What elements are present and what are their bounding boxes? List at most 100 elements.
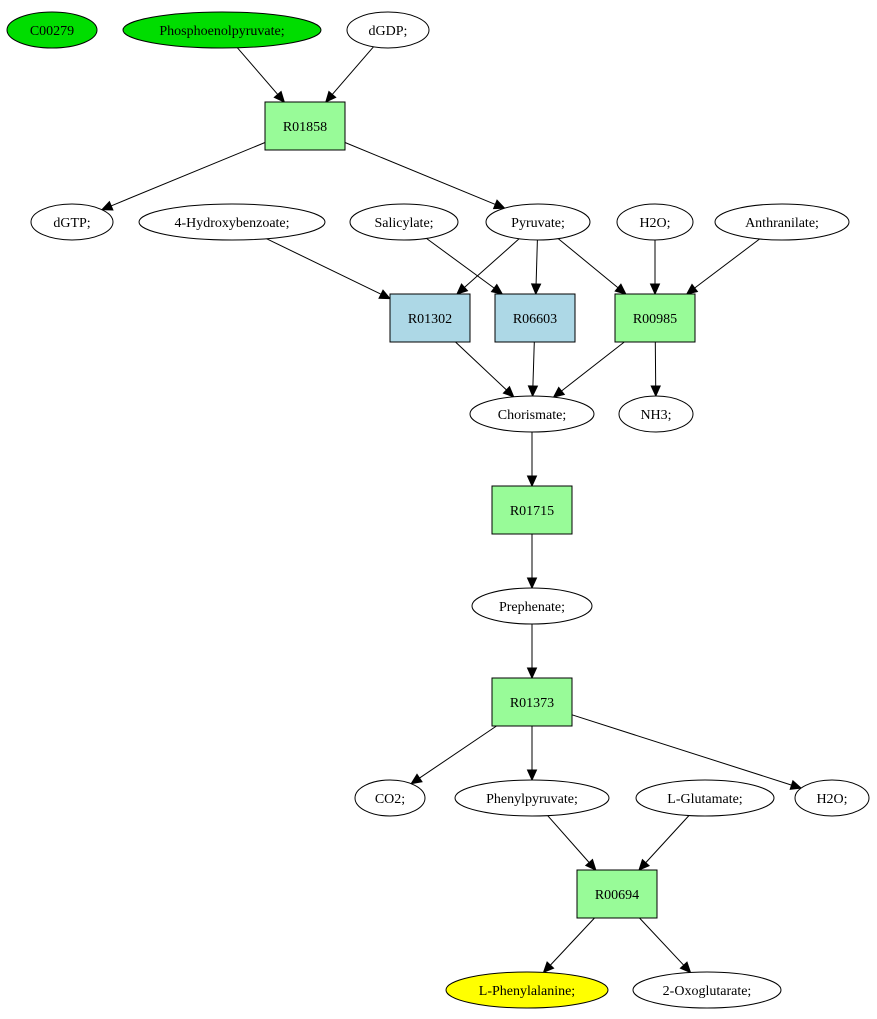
node-label: NH3;: [640, 408, 671, 423]
reaction-node-r00985[interactable]: R00985: [614, 293, 696, 343]
compound-ellipse: [794, 779, 870, 817]
reaction-node-r06603[interactable]: R06603: [494, 293, 576, 343]
edge-line: [455, 341, 507, 391]
arrowhead-icon: [490, 283, 504, 295]
arrowhead-icon: [552, 386, 566, 398]
compound-ellipse: [618, 395, 694, 433]
compound-node-dgtp[interactable]: dGTP;: [30, 203, 114, 241]
edge-phenylpyruvate-to-r00694: [547, 815, 597, 871]
compound-ellipse: [471, 587, 593, 625]
edge-line: [557, 238, 619, 289]
arrowhead-icon: [526, 475, 538, 488]
edge-line: [639, 917, 685, 966]
edge-pyruvate-to-r01302: [456, 238, 520, 295]
compound-node-h2o_top[interactable]: H2O;: [616, 203, 694, 241]
node-label: 4-Hydroxybenzoate;: [174, 216, 289, 231]
compound-ellipse: [454, 779, 610, 817]
compound-node-pyruvate[interactable]: Pyruvate;: [485, 203, 591, 241]
arrowhead-icon: [679, 961, 692, 974]
edge-line: [550, 917, 595, 966]
compound-ellipse: [635, 779, 775, 817]
compound-ellipse: [714, 203, 850, 241]
compound-ellipse: [346, 11, 430, 49]
compound-node-chorismate[interactable]: Chorismate;: [469, 395, 595, 433]
compound-ellipse: [632, 971, 782, 1009]
node-label: Anthranilate;: [745, 216, 819, 231]
node-label: R01373: [510, 696, 554, 711]
compound-node-co2[interactable]: CO2;: [354, 779, 426, 817]
edge-prephenate-to-r01373: [526, 624, 538, 680]
edge-line: [344, 142, 496, 205]
compound-node-phenylpyruvate[interactable]: Phenylpyruvate;: [454, 779, 610, 817]
compound-node-nh3[interactable]: NH3;: [618, 395, 694, 433]
reaction-node-r01715[interactable]: R01715: [491, 485, 573, 535]
compound-node-anthranilate[interactable]: Anthranilate;: [714, 203, 850, 241]
edge-r01715-to-prephenate: [526, 534, 538, 590]
edge-line: [561, 341, 625, 392]
reaction-box: [491, 677, 573, 727]
reaction-node-r01302[interactable]: R01302: [389, 293, 471, 343]
arrowhead-icon: [273, 90, 286, 103]
arrowhead-icon: [325, 90, 337, 103]
node-label: 2-Oxoglutarate;: [663, 984, 752, 999]
compound-ellipse: [122, 11, 322, 49]
compound-node-phosphoenolpyruvate[interactable]: Phosphoenolpyruvate;: [122, 11, 322, 49]
node-label: C00279: [30, 24, 74, 39]
edge-r00694-to-phenylalanine: [542, 917, 595, 974]
edge-line: [694, 238, 760, 289]
edge-r01373-to-h2o_bottom: [571, 714, 803, 790]
edge-line: [110, 142, 266, 207]
arrowhead-icon: [492, 199, 506, 210]
arrowhead-icon: [527, 385, 539, 398]
edge-dgdp-to-r01858: [325, 46, 374, 103]
node-label: R00985: [633, 312, 677, 327]
arrowhead-icon: [410, 773, 423, 785]
edge-line: [464, 238, 520, 288]
compound-node-dgdp[interactable]: dGDP;: [346, 11, 430, 49]
node-label: R01302: [408, 312, 452, 327]
reaction-box: [494, 293, 576, 343]
compound-node-hydroxybenzoate[interactable]: 4-Hydroxybenzoate;: [138, 203, 326, 241]
node-label: Phosphoenolpyruvate;: [159, 24, 284, 39]
node-label: dGDP;: [369, 24, 408, 39]
node-label: Phenylpyruvate;: [486, 792, 578, 807]
edge-phosphoenolpyruvate-to-r01858: [237, 47, 286, 103]
arrowhead-icon: [584, 858, 597, 871]
node-label: R01858: [283, 120, 327, 135]
reaction-node-r00694[interactable]: R00694: [576, 869, 658, 919]
arrowhead-icon: [638, 858, 651, 871]
reaction-node-r01373[interactable]: R01373: [491, 677, 573, 727]
arrowhead-icon: [526, 667, 538, 680]
compound-node-c00279[interactable]: C00279: [6, 11, 98, 49]
edge-pyruvate-to-r06603: [530, 239, 542, 296]
reaction-box: [264, 101, 346, 151]
compound-node-phenylalanine[interactable]: L-Phenylalanine;: [445, 971, 609, 1009]
edge-line: [535, 239, 538, 285]
edge-hydroxybenzoate-to-r01302: [266, 238, 392, 300]
arrowhead-icon: [614, 283, 627, 295]
edge-line: [571, 714, 792, 786]
arrowhead-icon: [650, 385, 661, 398]
compound-node-h2o_bottom[interactable]: H2O;: [794, 779, 870, 817]
edges-layer: [100, 46, 803, 974]
node-label: Chorismate;: [498, 408, 566, 423]
edge-line: [645, 815, 690, 863]
edge-r01858-to-dgtp: [100, 142, 266, 211]
compound-node-glutamate[interactable]: L-Glutamate;: [635, 779, 775, 817]
node-label: R01715: [510, 504, 554, 519]
compound-ellipse: [469, 395, 595, 433]
edge-line: [532, 341, 535, 387]
node-label: R00694: [595, 888, 639, 903]
arrowhead-icon: [542, 961, 555, 974]
arrowhead-icon: [530, 283, 542, 296]
edge-r00985-to-chorismate: [552, 341, 625, 398]
compound-node-salicylate[interactable]: Salicylate;: [349, 203, 459, 241]
arrowhead-icon: [378, 289, 392, 300]
compound-node-oxoglutarate[interactable]: 2-Oxoglutarate;: [632, 971, 782, 1009]
reaction-node-r01858[interactable]: R01858: [264, 101, 346, 151]
compound-node-prephenate[interactable]: Prephenate;: [471, 587, 593, 625]
edge-line: [547, 815, 590, 863]
edge-h2o_top-to-r00985: [649, 240, 661, 296]
compound-ellipse: [349, 203, 459, 241]
edge-anthranilate-to-r00985: [685, 238, 760, 295]
